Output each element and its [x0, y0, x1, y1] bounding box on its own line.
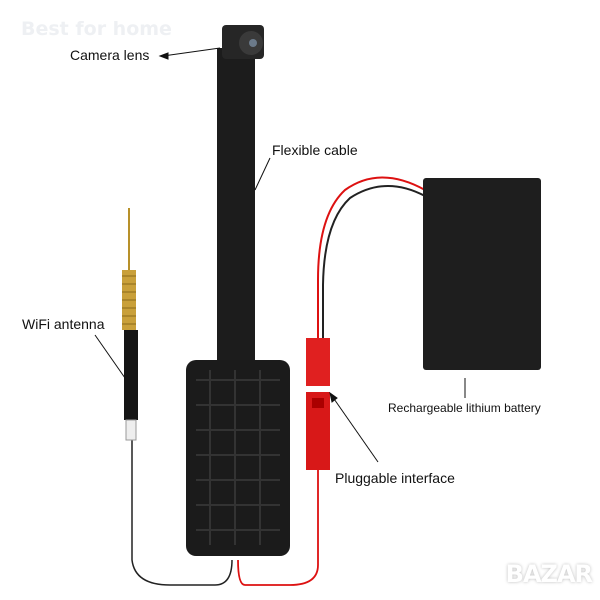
label-flexible-cable: Flexible cable — [272, 142, 358, 158]
wifi-antenna — [124, 330, 138, 420]
flexible-cable — [217, 48, 255, 368]
label-camera-lens: Camera lens — [70, 47, 150, 63]
bazar-logo: BAZAR — [505, 560, 593, 588]
label-battery: Rechargeable lithium battery — [388, 401, 541, 415]
label-pluggable-interface: Pluggable interface — [335, 470, 455, 486]
label-wifi-antenna: WiFi antenna — [22, 316, 105, 332]
pluggable-connector — [306, 338, 330, 386]
watermark: Best for home — [21, 18, 172, 40]
battery — [423, 178, 541, 370]
camera-module — [186, 360, 290, 556]
power-wire — [237, 470, 319, 586]
antenna-wire — [131, 440, 233, 586]
